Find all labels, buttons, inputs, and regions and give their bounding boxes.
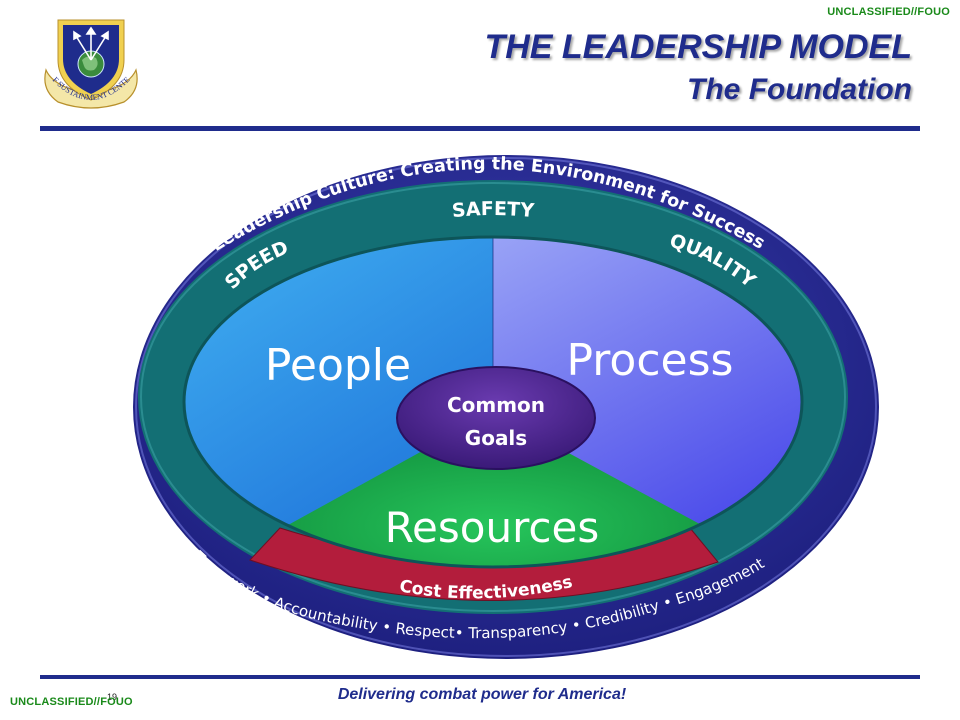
af-sustainment-center-seal-icon: AF SUSTAINMENT CENTER	[38, 10, 138, 109]
safety-label: SAFETY	[451, 198, 535, 222]
page-title: THE LEADERSHIP MODEL	[484, 28, 912, 66]
classification-marking-bottom: UNCLASSIFIED//FOUO	[10, 696, 133, 708]
common-goals-line1: Common	[447, 393, 545, 417]
page-number: 19	[107, 692, 118, 702]
footer-tagline: Delivering combat power for America!	[337, 686, 627, 703]
common-goals-line2: Goals	[465, 426, 527, 450]
leadership-model-diagram: People Process Resources Common Goals Le…	[133, 154, 879, 659]
page-subtitle: The Foundation	[687, 73, 912, 106]
resources-label: Resources	[385, 503, 600, 552]
process-label: Process	[567, 335, 734, 386]
classification-marking-top: UNCLASSIFIED//FOUO	[827, 6, 950, 18]
common-goals-center	[396, 366, 596, 470]
footer-divider	[40, 675, 920, 679]
header-divider	[40, 126, 920, 131]
people-label: People	[265, 340, 411, 391]
resources-sector	[270, 412, 720, 567]
value-respect: Respect	[395, 619, 456, 642]
